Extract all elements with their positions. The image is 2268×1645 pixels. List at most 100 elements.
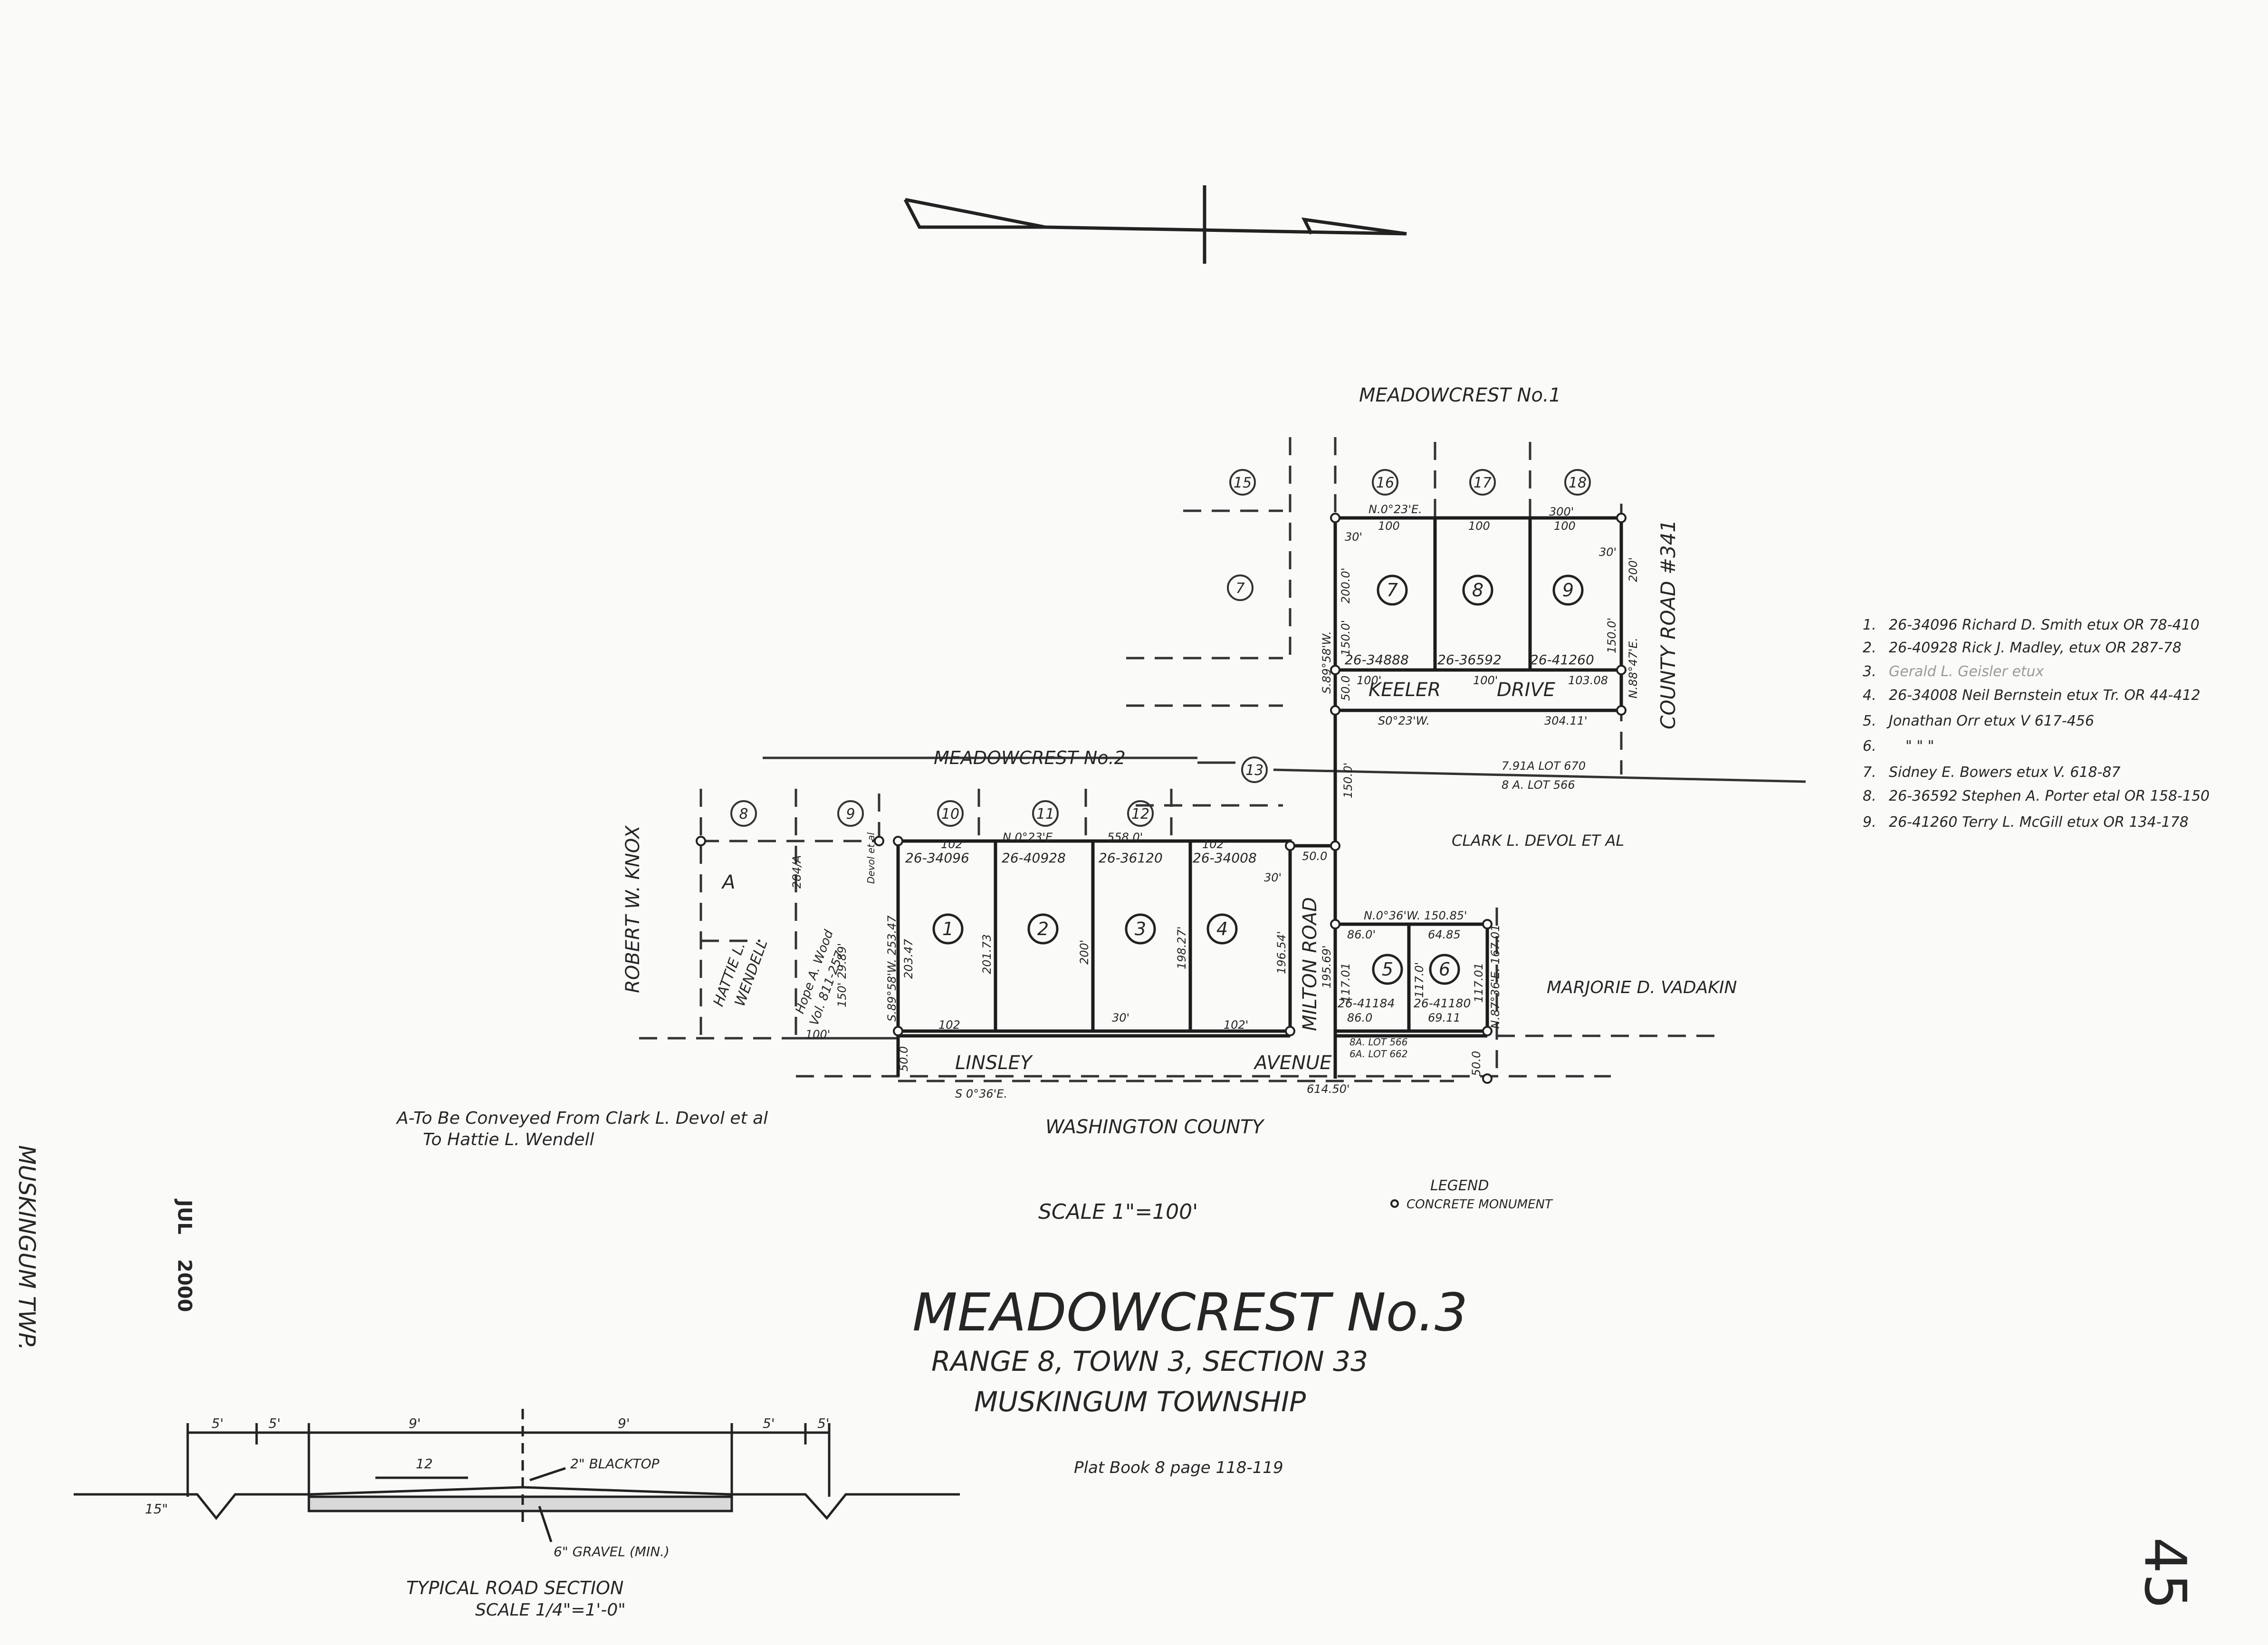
parcel-id-3: 26-36120 bbox=[1099, 850, 1163, 866]
adj-lot-17: 17 bbox=[1474, 475, 1492, 491]
adj-lot-8: 8 bbox=[739, 806, 748, 822]
dim-lot670: 7.91A LOT 670 bbox=[1502, 759, 1586, 773]
neighbor-washington: WASHINGTON COUNTY bbox=[1045, 1116, 1265, 1138]
owner-num-8: 8. bbox=[1863, 788, 1876, 804]
road-dim-5d: 5' bbox=[817, 1415, 830, 1431]
neighbor-knox: ROBERT W. KNOX bbox=[622, 825, 644, 993]
dim-30c: 30' bbox=[1264, 871, 1282, 884]
north-arrow-icon bbox=[903, 185, 1407, 264]
dim-50b: 50.0 bbox=[1339, 676, 1352, 701]
plat-subtitle-2: MUSKINGUM TOWNSHIP bbox=[974, 1386, 1306, 1418]
road-dim-15: 15" bbox=[145, 1501, 168, 1517]
street-milton: MILTON ROAD bbox=[1299, 897, 1321, 1031]
street-county-road: COUNTY ROAD #341 bbox=[1656, 520, 1680, 729]
dim-right-150: 150.0' bbox=[1605, 618, 1618, 653]
parcel-id-1: 26-34096 bbox=[905, 850, 969, 866]
dim-lot566: 8 A. LOT 566 bbox=[1502, 778, 1575, 792]
adjacent-boundaries bbox=[639, 437, 1725, 1082]
adj-lot-15: 15 bbox=[1234, 475, 1252, 491]
owner-text-5: Jonathan Orr etux V 617-456 bbox=[1886, 713, 2094, 729]
road-dim-9b: 9' bbox=[618, 1415, 630, 1431]
concrete-monuments bbox=[696, 513, 1627, 1084]
dim-200: 200' bbox=[1078, 940, 1091, 965]
dim-m-lot662: 6A. LOT 662 bbox=[1349, 1048, 1408, 1060]
owner-num-6: 6. bbox=[1863, 738, 1876, 755]
dim-50d: 50.0 bbox=[1470, 1051, 1483, 1076]
owner-num-5: 5. bbox=[1863, 713, 1876, 729]
neighbor-devol: CLARK L. DEVOL ET AL bbox=[1452, 832, 1624, 850]
dim-50a: 50.0 bbox=[1302, 850, 1327, 863]
dim-m-86: 86.0' bbox=[1347, 928, 1376, 941]
dim-left-150: 150.0' bbox=[1339, 620, 1352, 656]
dim-avenue-bearing: S 0°36'E. bbox=[955, 1087, 1007, 1100]
dim-bot-100a: 100' bbox=[1357, 674, 1381, 687]
owner-num-9: 9. bbox=[1863, 814, 1876, 831]
adjacent-lot-circles bbox=[730, 469, 1591, 827]
dim-bot-102a: 102 bbox=[938, 1018, 960, 1032]
owner-num-3: 3. bbox=[1863, 663, 1876, 680]
parcel-id-2: 26-40928 bbox=[1002, 850, 1066, 866]
dim-hope-dims: 150' 29.89' bbox=[835, 943, 849, 1007]
parcel-id-4: 26-34008 bbox=[1193, 850, 1257, 866]
adj-lot-12: 12 bbox=[1131, 806, 1149, 822]
adj-lot-11: 11 bbox=[1036, 806, 1054, 822]
stamp-month: JUL bbox=[173, 1198, 195, 1234]
dim-bot-102b: 102' bbox=[1224, 1018, 1248, 1032]
dim-left-200: 200.0' bbox=[1339, 568, 1352, 603]
meadowcrest-2-line bbox=[763, 756, 1806, 783]
owner-num-1: 1. bbox=[1863, 617, 1876, 633]
owner-text-4: 26-34008 Neil Bernstein etux Tr. OR 44-4… bbox=[1889, 687, 2201, 704]
owner-num-2: 2. bbox=[1863, 640, 1876, 656]
subdivision-outline bbox=[896, 516, 1623, 1079]
owner-text-3: Gerald L. Geisler etux bbox=[1889, 663, 2044, 680]
dim-150-mid: 150.0' bbox=[1341, 763, 1355, 798]
parcel-id-9: 26-41260 bbox=[1530, 652, 1594, 668]
owner-num-4: 4. bbox=[1863, 687, 1876, 704]
road-section-diagram bbox=[74, 1409, 960, 1542]
parcel-id-7: 26-34888 bbox=[1345, 652, 1409, 668]
dim-m-6911: 69.11 bbox=[1428, 1011, 1461, 1024]
dim-top-300: 300' bbox=[1549, 505, 1574, 518]
dim-row-bearing: N.0°23'E. bbox=[1003, 831, 1056, 844]
owner-text-2: 26-40928 Rick J. Madley, etux OR 287-78 bbox=[1889, 640, 2182, 656]
lot-7: 7 bbox=[1387, 580, 1398, 601]
side-label: MUSKINGUM TWP. bbox=[13, 1145, 40, 1350]
dim-50c: 50.0 bbox=[897, 1046, 910, 1071]
lot-5: 5 bbox=[1382, 959, 1393, 980]
dim-bot-100b: 100' bbox=[1473, 674, 1498, 687]
page-number: 45 bbox=[2132, 1537, 2198, 1610]
scale-label: SCALE 1"=100' bbox=[1038, 1200, 1198, 1224]
lot-6: 6 bbox=[1439, 959, 1450, 980]
dim-row-102b: 102' bbox=[1202, 838, 1227, 851]
lot-circles bbox=[932, 574, 1584, 985]
dim-dr-bearing-r: N.88°47'E. bbox=[1627, 638, 1640, 698]
adj-lot-13: 13 bbox=[1245, 762, 1263, 779]
dim-m-bearing: N.0°36'W. 150.85' bbox=[1364, 909, 1467, 922]
meadowcrest-2-label: MEADOWCREST No.2 bbox=[934, 747, 1126, 768]
dim-keeler-bearing: S0°23'W. bbox=[1378, 714, 1430, 727]
dim-wendell-100: 100' bbox=[805, 1028, 830, 1041]
dim-bot-30: 30' bbox=[1112, 1011, 1129, 1024]
parcel-id-5: 26-41184 bbox=[1338, 996, 1395, 1010]
dim-m-860: 86.0 bbox=[1347, 1011, 1372, 1024]
dim-m-117b: 117.0' bbox=[1413, 962, 1426, 998]
road-dim-5b: 5' bbox=[268, 1415, 281, 1431]
concrete-monument-icon bbox=[1390, 1199, 1399, 1208]
road-section-title: TYPICAL ROAD SECTION bbox=[406, 1578, 623, 1598]
dim-bot-103: 103.08 bbox=[1568, 674, 1608, 687]
street-linsley: LINSLEY bbox=[955, 1052, 1034, 1074]
lot-2: 2 bbox=[1037, 918, 1049, 939]
road-dim-12: 12 bbox=[416, 1456, 433, 1472]
dim-top-100a: 100 bbox=[1378, 519, 1400, 533]
dim-m-6485: 64.85 bbox=[1428, 928, 1461, 941]
road-gravel: 6" GRAVEL (MIN.) bbox=[554, 1544, 670, 1559]
road-dim-5c: 5' bbox=[763, 1415, 775, 1431]
dim-m-117a: 117.01 bbox=[1339, 963, 1352, 1003]
plat-subtitle-1: RANGE 8, TOWN 3, SECTION 33 bbox=[931, 1345, 1368, 1377]
parcel-id-6: 26-41180 bbox=[1414, 996, 1471, 1010]
dim-s89: S.89°58'W. 253.47 bbox=[885, 915, 899, 1022]
dim-row-558: 558.0' bbox=[1107, 831, 1143, 844]
dim-195: 195.69' bbox=[1320, 945, 1333, 988]
dim-wendell-vol: 284/A bbox=[790, 855, 804, 889]
